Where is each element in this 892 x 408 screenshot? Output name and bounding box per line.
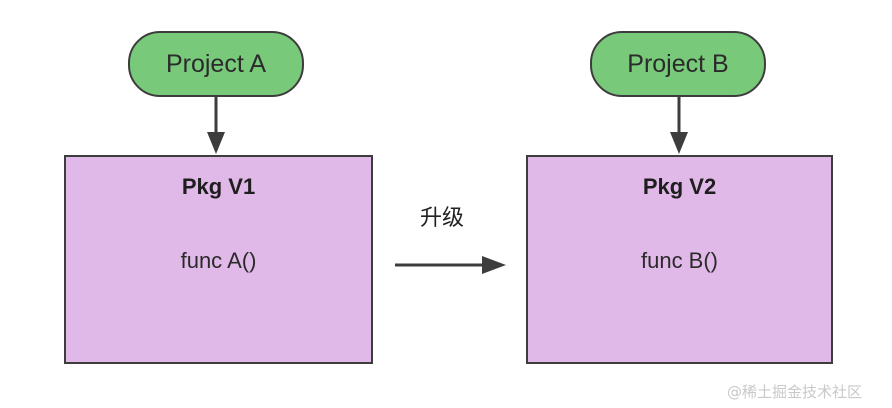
project-a-label: Project A bbox=[165, 49, 267, 78]
package-v2-func: func B() bbox=[640, 248, 719, 273]
upgrade-arrow bbox=[395, 256, 506, 274]
project-a-node: Project A bbox=[128, 31, 304, 97]
arrow-project-b-to-pkg-v2 bbox=[670, 97, 688, 154]
watermark-text: @稀土掘金技术社区 bbox=[727, 383, 863, 401]
package-v1-box: Pkg V1 func A() bbox=[64, 155, 373, 364]
project-b-label: Project B bbox=[627, 49, 729, 78]
package-v1-func: func A() bbox=[180, 248, 257, 273]
package-v1-title: Pkg V1 bbox=[181, 174, 256, 199]
package-v2-title: Pkg V2 bbox=[642, 174, 717, 199]
upgrade-label: 升级 bbox=[420, 206, 465, 231]
package-v2-box: Pkg V2 func B() bbox=[526, 155, 833, 364]
arrow-project-a-to-pkg-v1 bbox=[207, 97, 225, 154]
project-b-node: Project B bbox=[590, 31, 766, 97]
